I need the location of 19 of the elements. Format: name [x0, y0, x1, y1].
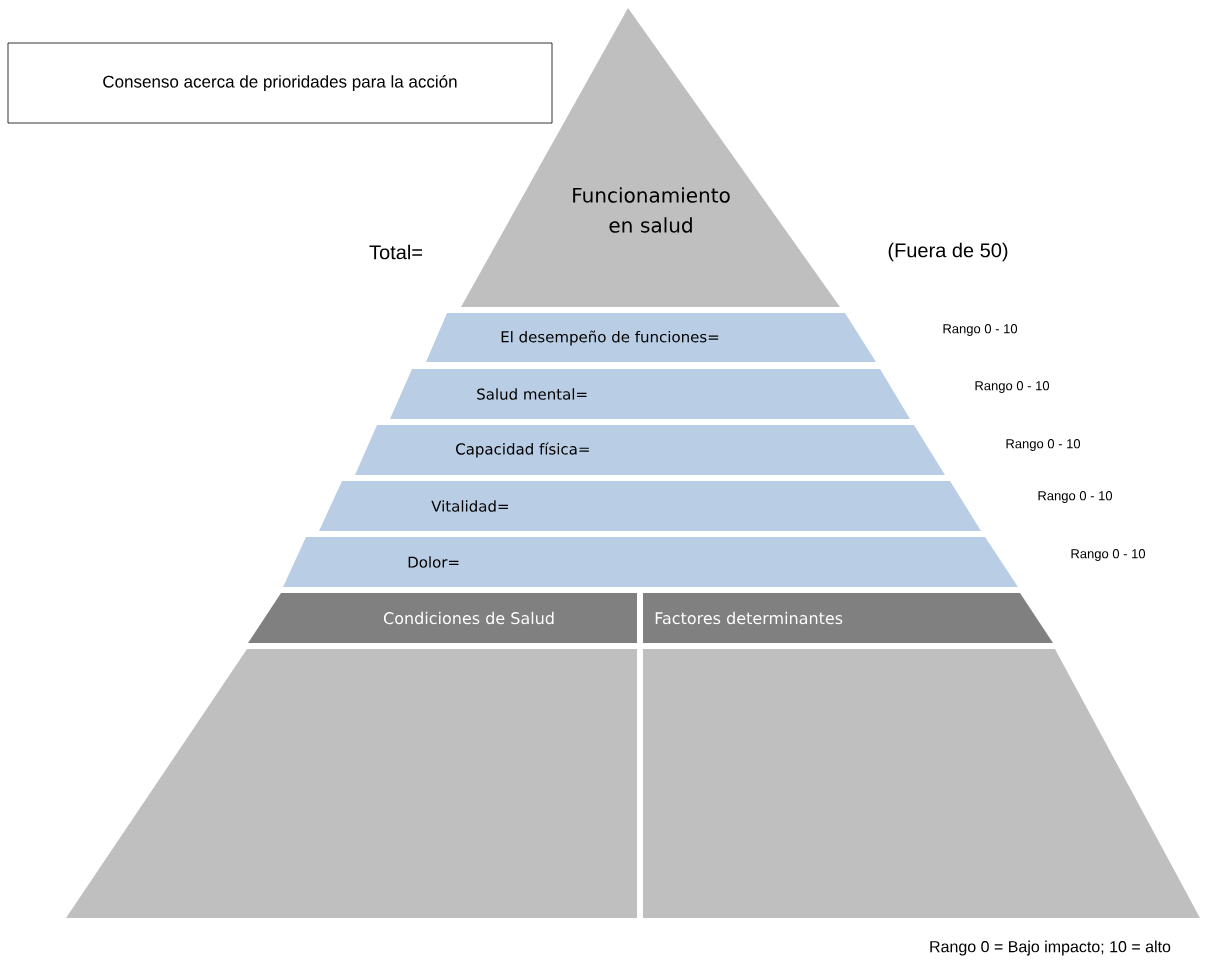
- range-note: Rango 0 - 10: [1071, 549, 1146, 561]
- note: Total=: [369, 244, 422, 260]
- pyramid-base: [66, 649, 637, 918]
- pyramid-band: El desempeño de funciones=: [426, 313, 876, 362]
- range-note: Rango 0 - 10: [975, 381, 1050, 393]
- pyramid-base: [643, 649, 1200, 918]
- pyramid-band: Factores determinantes: [643, 593, 1053, 643]
- pyramid-band: Condiciones de Salud: [248, 593, 637, 643]
- pyramid-band: Vitalidad=: [319, 481, 981, 531]
- note: Rango 0 = Bajo impacto; 10 = alto: [930, 940, 1171, 956]
- note: (Fuera de 50): [888, 242, 1008, 262]
- pyramid-band: Salud mental=: [390, 369, 910, 419]
- pyramid-band: Capacidad física=: [355, 425, 945, 475]
- title-box: Consenso acerca de prioridades para la acción: [7, 42, 553, 124]
- pyramid-band: Dolor=: [283, 537, 1018, 587]
- apex-triangle: Funcionamiento en salud: [461, 8, 840, 307]
- range-note: Rango 0 - 10: [1006, 439, 1081, 451]
- range-note: Rango 0 - 10: [1038, 491, 1113, 503]
- range-note: Rango 0 - 10: [943, 324, 1018, 336]
